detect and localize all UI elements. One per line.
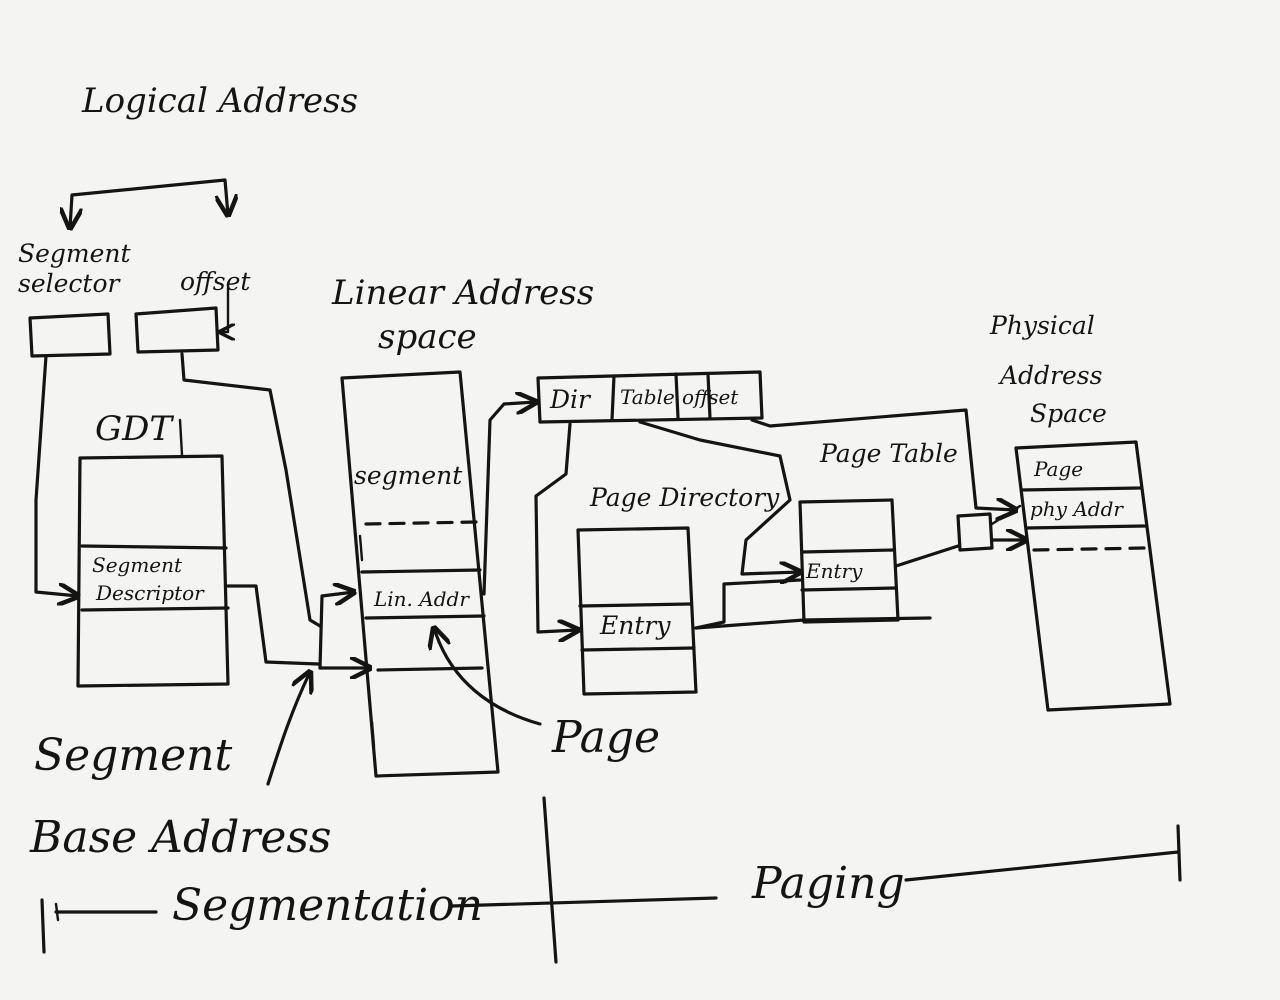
directory-entry-to-page-table: [694, 578, 802, 630]
entry-to-adder-line: [894, 544, 960, 568]
linear-left-ticks: [358, 534, 376, 748]
logical-address-label: Logical Address: [81, 81, 358, 121]
offset-pointer: [220, 286, 228, 332]
offset-label: offset: [180, 267, 251, 296]
page-table-entry-label: Entry: [805, 559, 863, 583]
physical-label-1: Physical: [989, 311, 1095, 340]
physical-phy-addr-bottom: [1024, 524, 1148, 530]
linear-address-label-2: space: [378, 317, 477, 357]
segment-selector-box: [28, 312, 112, 358]
linear-address-fields-box: [536, 370, 764, 424]
physical-page-top: [1020, 486, 1142, 492]
segment-descriptor-label-2: Descriptor: [95, 581, 205, 605]
physical-address-space-box: [1014, 440, 1172, 712]
offset-to-physical-line: [750, 408, 1016, 510]
linear-address-space-box: [340, 370, 500, 778]
field-divider-1: [610, 374, 616, 422]
page-directory-entry-top: [578, 602, 692, 608]
ruler-right-cap: [1176, 824, 1182, 882]
segment-selector-label-2: selector: [18, 269, 122, 298]
linear-lin-addr-top: [360, 568, 482, 574]
page-directory-box: [576, 526, 698, 696]
segment-base-label-2: Base Address: [29, 812, 332, 863]
linear-segment-divider: [364, 520, 478, 526]
linear-segment-label: segment: [354, 461, 463, 490]
page-table-entry-bottom: [800, 586, 898, 592]
table-field-label: Table: [620, 385, 675, 409]
ruler-left-cap: [40, 898, 46, 954]
segmentation-label: Segmentation: [172, 880, 483, 931]
offset-to-linear-line: [180, 352, 322, 628]
dir-field-label: Dir: [549, 385, 592, 414]
segment-selector-label-1: Segment: [18, 239, 132, 268]
phy-addr-label: phy Addr: [1030, 497, 1124, 521]
field-divider-3: [706, 372, 712, 420]
gdt-descriptor-bottom: [80, 606, 230, 612]
physical-page-label: Page: [1033, 457, 1083, 481]
page-table-entry-top: [800, 548, 896, 554]
ruler-left-tick: [54, 902, 60, 922]
linear-lower-divider: [376, 666, 484, 672]
adder-up-line: [318, 592, 354, 670]
segment-base-label-1: Segment: [34, 730, 232, 781]
gdt-label: GDT: [95, 409, 174, 449]
page-table-label: Page Table: [819, 439, 958, 468]
field-divider-2: [674, 372, 680, 420]
dir-to-directory-arrow: [534, 422, 578, 632]
logical-address-bracket: [70, 178, 228, 228]
offset-box: [134, 306, 220, 354]
segment-base-pointer-arrow: [266, 672, 310, 786]
page-table-box: [798, 498, 900, 624]
page-directory-entry-bottom: [580, 646, 696, 652]
offset-field-label: offset: [682, 385, 739, 409]
physical-page-dashed-end: [1032, 546, 1148, 552]
ruler-middle-segment: [450, 896, 718, 908]
physical-label-3: Space: [1030, 399, 1107, 428]
adder-box-physical: [956, 512, 994, 552]
physical-label-2: Address: [998, 361, 1102, 390]
ruler-right-segment: [904, 850, 1180, 882]
lin-addr-label: Lin. Addr: [373, 587, 470, 611]
page-pointer-arrow: [434, 628, 542, 726]
gdt-label-tick: [178, 418, 184, 457]
descriptor-base-line: [226, 584, 320, 666]
gdt-descriptor-top: [80, 544, 228, 550]
segment-descriptor-label-1: Segment: [92, 553, 183, 577]
linear-address-label-1: Linear Address: [331, 273, 594, 313]
page-directory-entry-label: Entry: [599, 611, 671, 640]
page-directory-label: Page Directory: [589, 483, 780, 512]
table-to-page-table-line: [638, 420, 800, 574]
gdt-table: [76, 454, 230, 688]
ruler-center-divider: [542, 796, 558, 964]
paging-label: Paging: [751, 858, 905, 909]
page-pointer-label: Page: [551, 712, 660, 763]
linear-lin-addr-bottom: [364, 614, 486, 620]
adder-to-page-line: [990, 504, 1022, 526]
lin-addr-to-fields-arrow: [482, 402, 536, 596]
selector-to-descriptor-arrow: [34, 354, 78, 596]
